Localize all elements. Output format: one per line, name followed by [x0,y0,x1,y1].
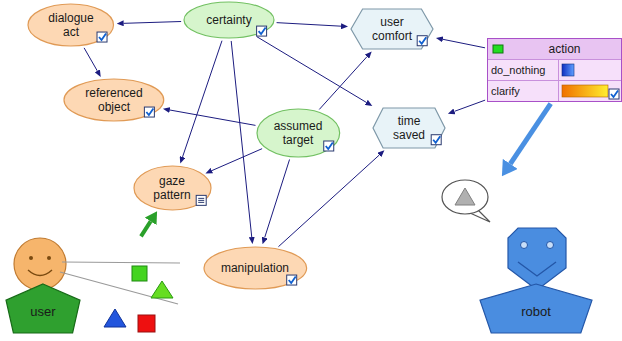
dependency-arrow [265,159,290,237]
dependency-arrow [124,22,181,24]
dependency-arrow [443,39,485,48]
node-label: assumed target [271,119,325,147]
dependency-arrow [278,155,379,247]
red-square [138,315,155,332]
hidden-node: assumed target [256,108,341,158]
robot-head [508,228,566,290]
robot-figure: robot [440,178,600,335]
dependency-arrow [141,221,151,236]
chance-node: gaze pattern [133,165,212,211]
figure-label: robot [480,178,592,319]
checkbox-icon [97,32,107,42]
chance-node: dialogue act [27,3,115,47]
dependency-arrow [231,41,252,237]
node-label: time saved [387,114,431,142]
green-triangle [151,281,173,298]
dependency-arrow [212,149,262,171]
checkbox-icon [431,135,441,145]
chance-node: referenced object [63,78,165,122]
dependency-arrow [84,48,97,71]
checkbox-icon [323,141,333,151]
dependency-arrow [183,41,222,157]
checkbox-icon [609,89,619,99]
node-label: gaze pattern [147,174,197,202]
node-swatch [488,43,508,55]
table-header: action [508,42,621,56]
checkbox-icon [417,36,427,46]
utility-node: user comfort [350,8,434,50]
dependency-arrow [257,37,366,103]
utility-node: time saved [372,107,446,149]
speech-bubble [442,180,490,222]
table-cell: do_nothing [488,60,559,80]
checkbox-icon [145,107,155,117]
checkbox-icon [286,275,296,285]
list-icon [196,195,206,205]
node-label: certainty [206,13,251,27]
dependency-arrow [319,57,367,110]
checkbox-icon [257,26,267,36]
view-line [62,262,180,263]
figure-label: user [6,236,80,319]
probability-bar [559,60,621,80]
node-label: manipulation [221,261,289,275]
hidden-node: certainty [183,1,275,39]
node-label: referenced object [81,86,147,114]
user-head [14,238,66,290]
chance-node: manipulation [203,246,308,290]
table-cell: clarify [488,81,559,101]
probability-bar [559,81,621,101]
user-figure: user [3,236,188,335]
dependency-arrow [454,100,485,111]
blue-triangle [104,309,126,327]
dependency-arrow [170,110,256,125]
node-label: user comfort [365,15,419,43]
green-square [132,266,147,281]
dependency-arrow [510,104,550,164]
decision-table: action do_nothingclarify [487,38,622,102]
dependency-arrow [277,23,341,27]
node-label: dialogue act [43,11,99,39]
